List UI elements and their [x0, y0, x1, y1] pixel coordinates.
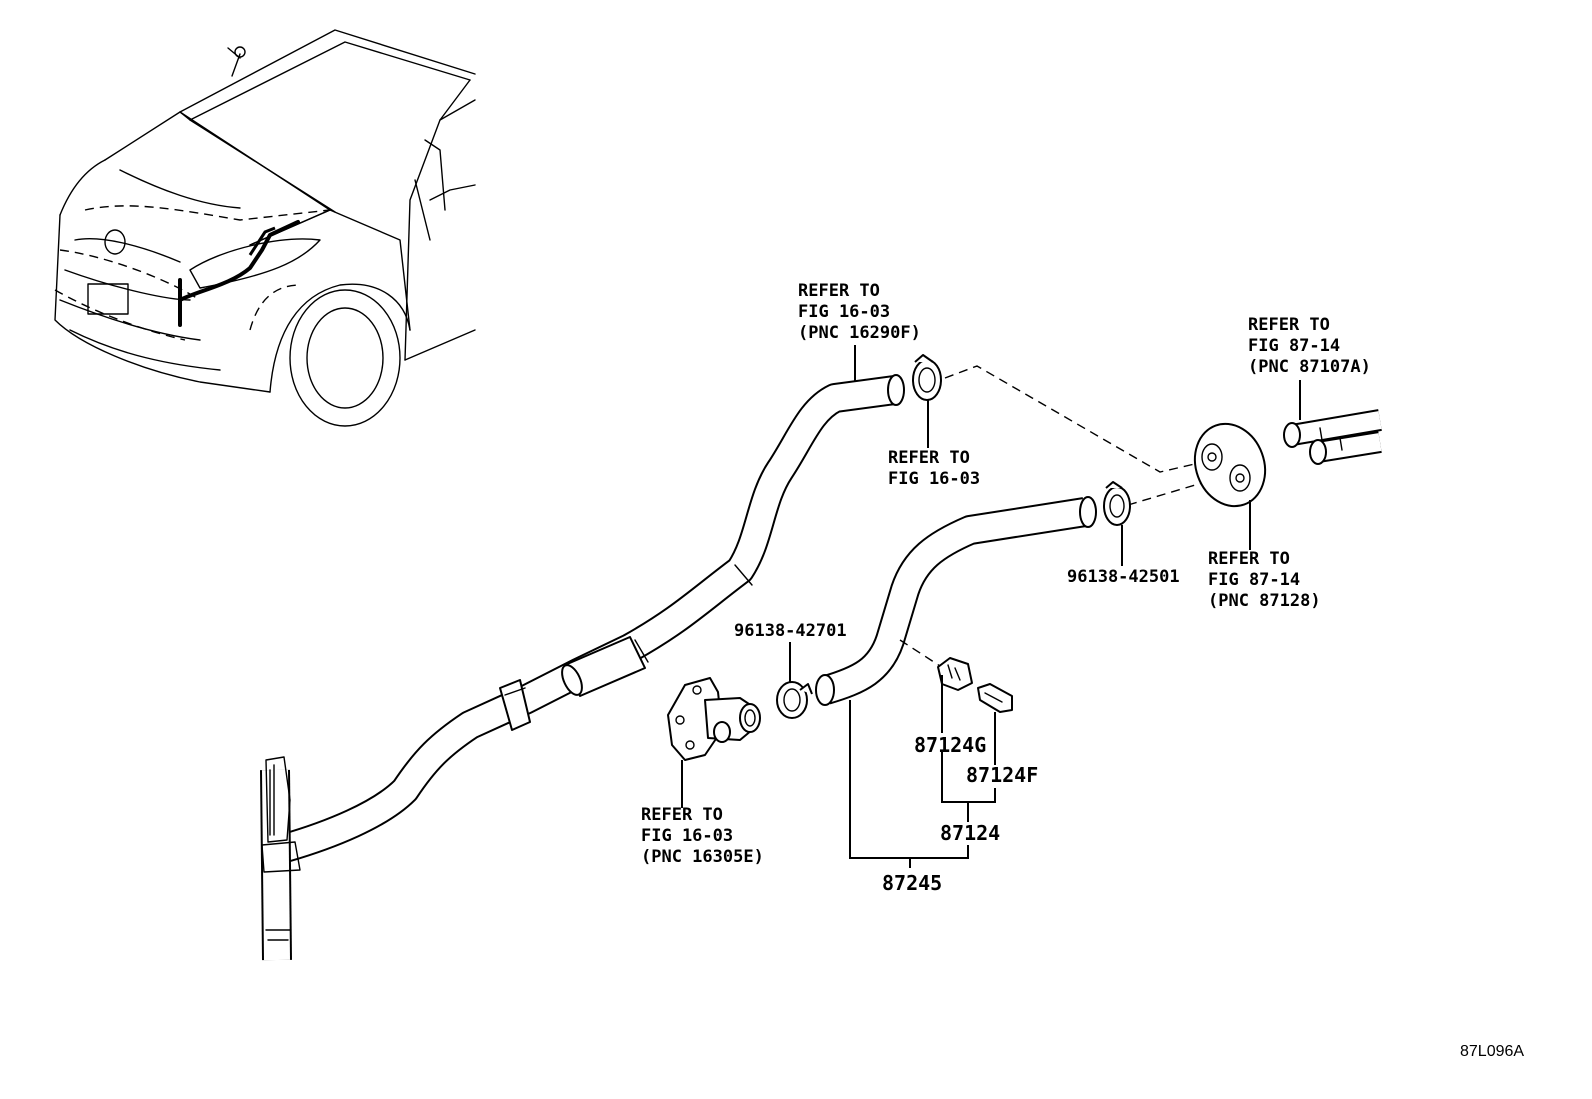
- clip-87124F: [977, 683, 1013, 713]
- ref-grommet: REFER TO FIG 87-14 (PNC 87128): [1208, 549, 1321, 611]
- part-number-96138-42701[interactable]: 96138-42701: [734, 621, 847, 641]
- ref-line: FIG 16-03: [641, 826, 733, 846]
- ref-line: (PNC 16305E): [641, 847, 764, 867]
- water-outlet: [667, 677, 761, 761]
- part-number-87245[interactable]: 87245: [882, 871, 942, 895]
- ref-line: FIG 87-14: [1248, 336, 1340, 356]
- heater-hose-87245: [815, 496, 1097, 706]
- ref-line: FIG 87-14: [1208, 570, 1300, 590]
- ref-line: REFER TO: [888, 448, 970, 468]
- part-number-96138-42501[interactable]: 96138-42501: [1067, 567, 1180, 587]
- ref-line: FIG 16-03: [888, 469, 980, 489]
- long-heater-hose: [260, 374, 905, 961]
- clamp-96138-42501: [1103, 481, 1131, 526]
- clamp-96138-42701: [776, 681, 813, 719]
- ref-right-pipes: REFER TO FIG 87-14 (PNC 87107A): [1248, 315, 1371, 377]
- part-number-87124[interactable]: 87124: [940, 821, 1000, 845]
- leader-lines: [681, 345, 1301, 868]
- ref-line: REFER TO: [641, 805, 723, 825]
- ref-line: REFER TO: [798, 281, 880, 301]
- ref-line: (PNC 87128): [1208, 591, 1321, 611]
- ref-line: FIG 16-03: [798, 302, 890, 322]
- figure-id: 87L096A: [1460, 1043, 1524, 1060]
- clamp-top: [912, 354, 942, 401]
- part-number-87124F[interactable]: 87124F: [966, 763, 1038, 787]
- ref-line: (PNC 87107A): [1248, 357, 1371, 377]
- heater-pipes: [1283, 409, 1382, 465]
- clip-87124G: [937, 657, 973, 691]
- ref-line: REFER TO: [1208, 549, 1290, 569]
- ref-top-hose: REFER TO FIG 16-03 (PNC 16290F): [798, 281, 921, 343]
- grommet: [1193, 422, 1267, 508]
- ref-line: (PNC 16290F): [798, 323, 921, 343]
- part-number-87124G[interactable]: 87124G: [914, 733, 986, 757]
- ref-top-clamp: REFER TO FIG 16-03: [888, 448, 980, 489]
- ref-water-outlet: REFER TO FIG 16-03 (PNC 16305E): [641, 805, 764, 867]
- vehicle-locator: [54, 29, 476, 427]
- ref-line: REFER TO: [1248, 315, 1330, 335]
